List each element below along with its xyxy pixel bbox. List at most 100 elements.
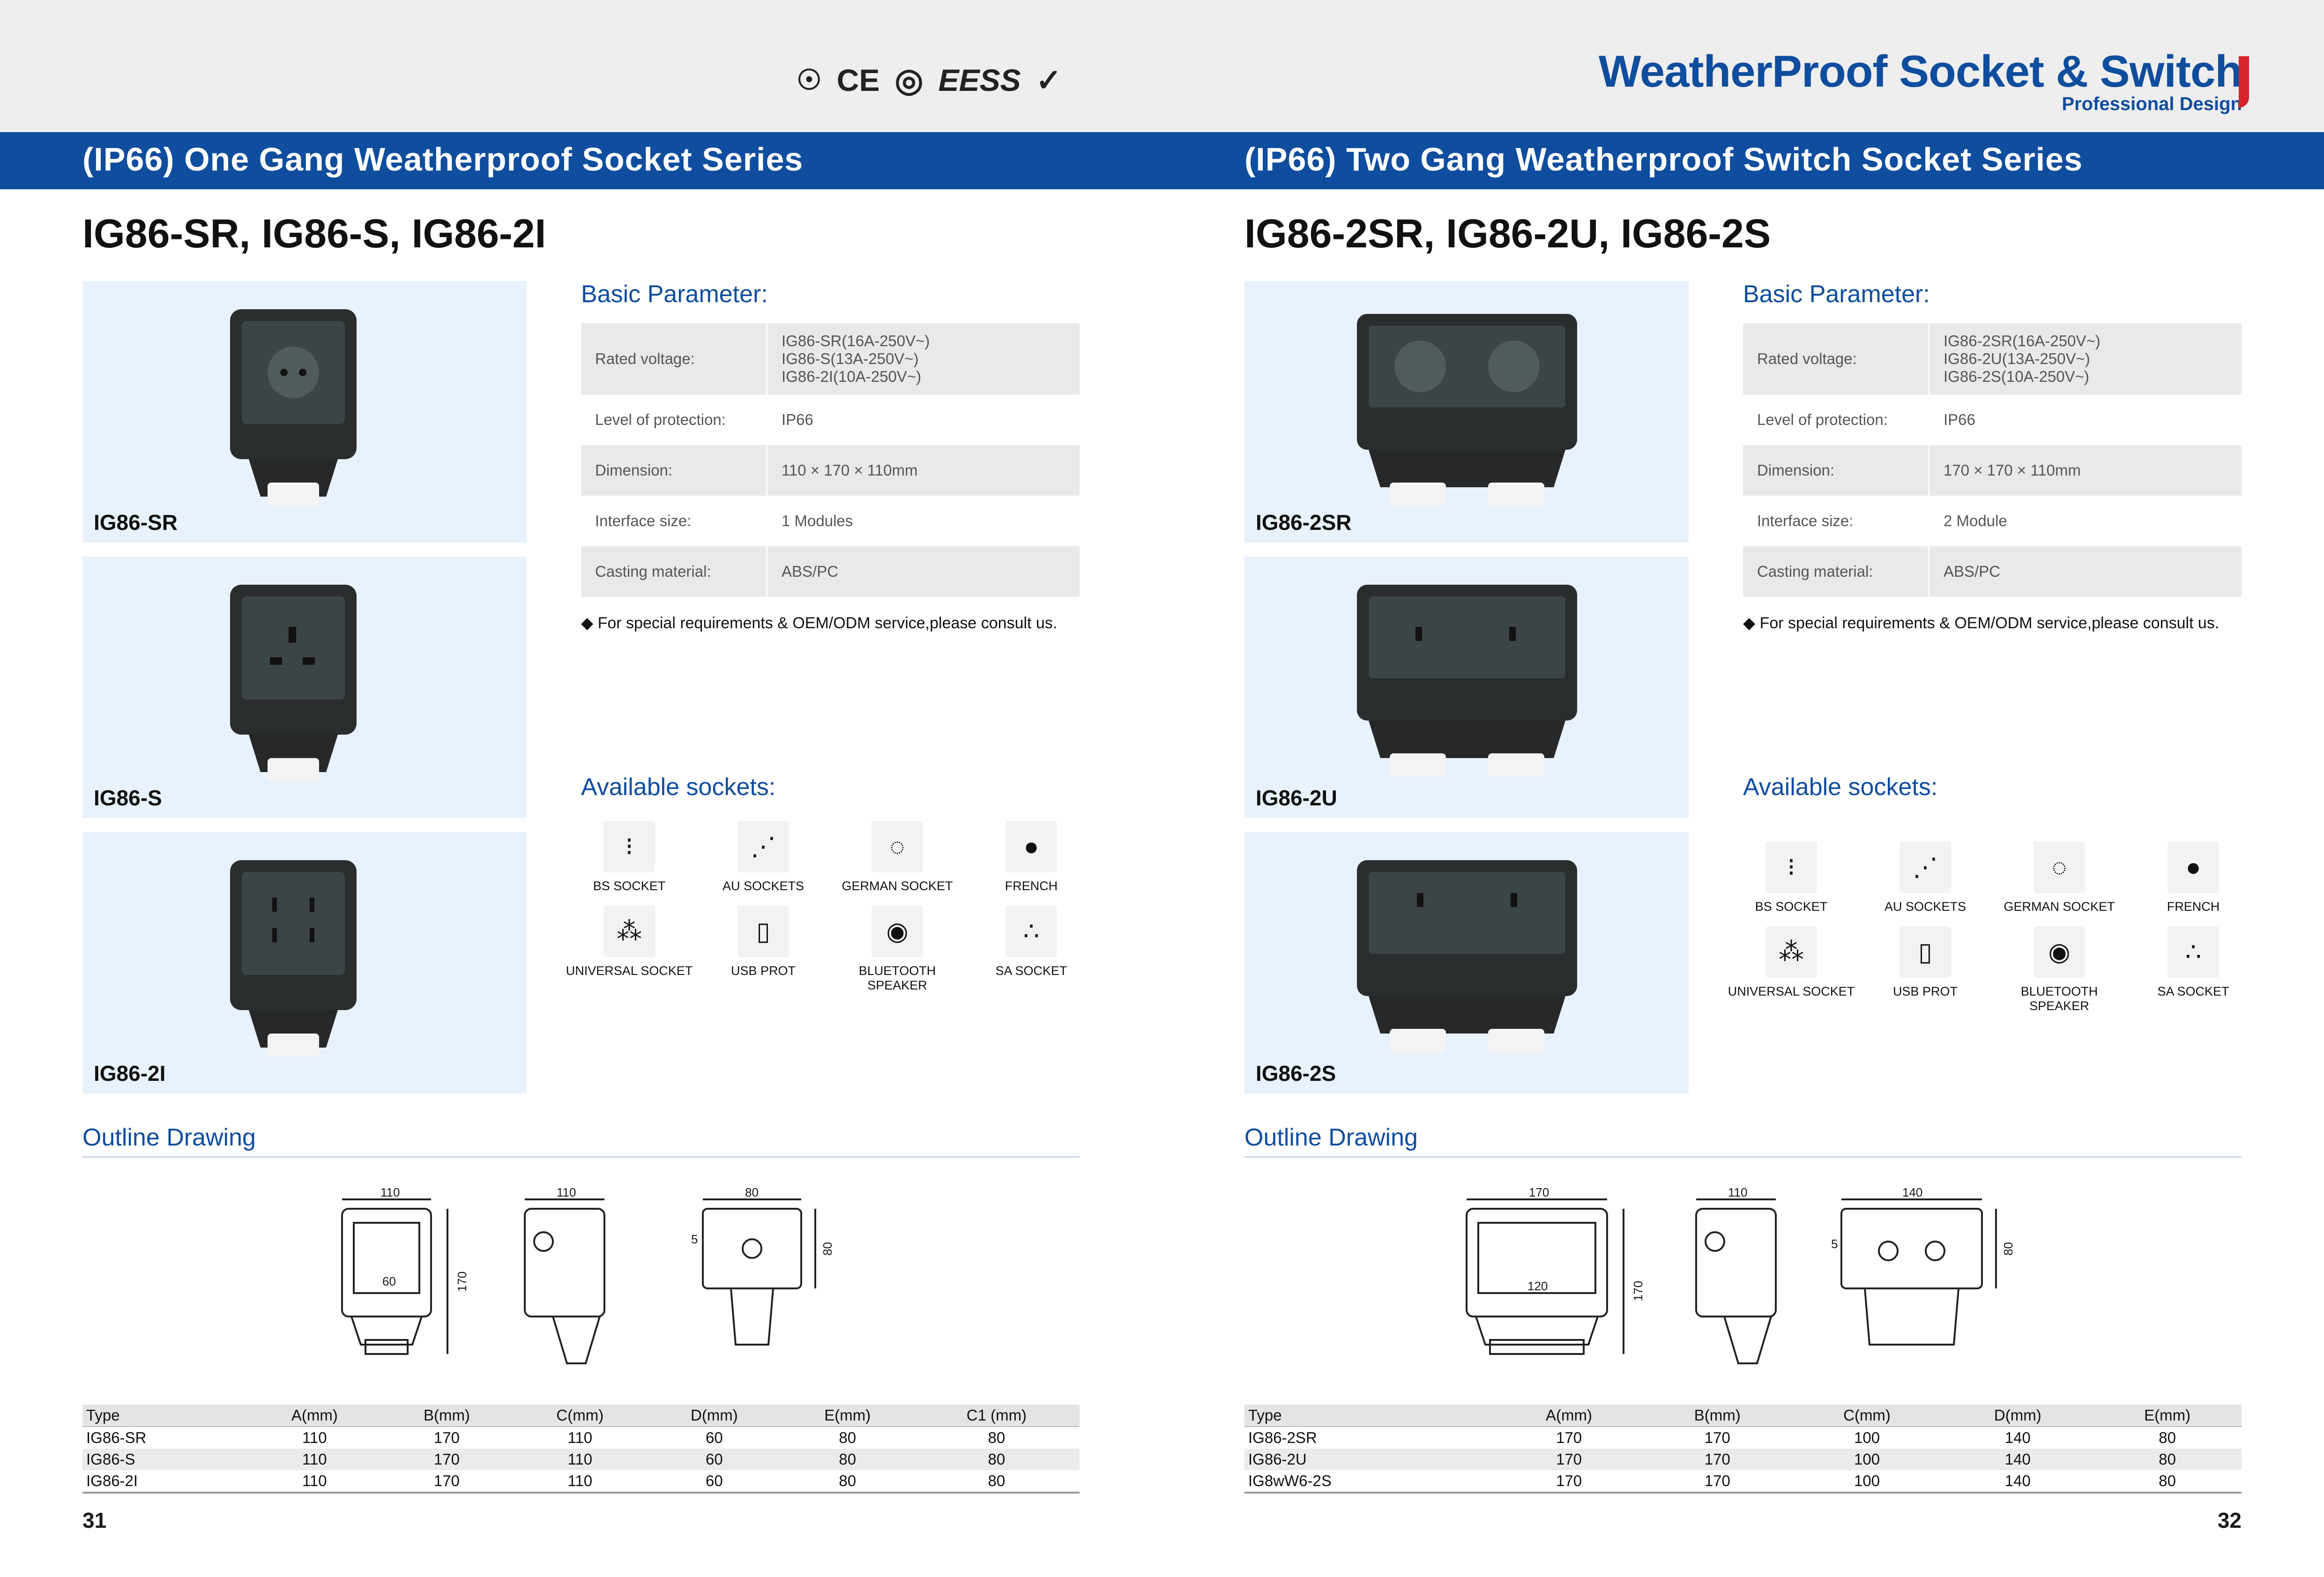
single-socket-photo-icon (230, 585, 357, 781)
table-header: D(mm) (1942, 1405, 2093, 1427)
single-socket-photo-icon (230, 309, 357, 506)
table-header-row: Type A(mm) B(mm) C(mm) D(mm) E(mm) C1 (m… (82, 1405, 1080, 1427)
sa-socket-icon: ∴ (1006, 906, 1057, 957)
table-header: C(mm) (513, 1405, 648, 1427)
socket-option: ◉BLUETOOTH SPEAKER (1992, 926, 2126, 1013)
left-outline-heading: Outline Drawing (82, 1124, 256, 1151)
right-outline-divider (1244, 1156, 2242, 1158)
param-row: Dimension: 170 × 170 × 110mm (1743, 445, 2242, 496)
right-sockets-heading: Available sockets: (1743, 774, 1938, 801)
product-label: IG86-SR (94, 510, 178, 535)
socket-option: ⁝BS SOCKET (562, 821, 696, 893)
socket-option: ◌GERMAN SOCKET (830, 821, 964, 893)
top-header-band (0, 0, 2324, 132)
param-row: Interface size: 1 Modules (581, 496, 1080, 546)
product-photo-ig86-sr: IG86-SR (82, 281, 527, 543)
left-dimension-table: Type A(mm) B(mm) C(mm) D(mm) E(mm) C1 (m… (82, 1405, 1080, 1494)
socket-option: ∴SA SOCKET (964, 906, 1098, 993)
param-value: IG86-2SR(16A-250V~) IG86-2U(13A-250V~) I… (1928, 323, 2242, 394)
german-socket-icon: ◌ (2034, 841, 2085, 893)
french-socket-icon: ● (2168, 841, 2219, 893)
dim-label: 170 (1631, 1280, 1646, 1302)
param-row: Rated voltage: IG86-2SR(16A-250V~) IG86-… (1743, 323, 2242, 394)
bs-socket-icon: ⁝ (603, 821, 655, 872)
right-page-number: 32 (2217, 1508, 2242, 1532)
param-row: Dimension: 110 × 170 × 110mm (581, 445, 1080, 496)
param-row: Level of protection: IP66 (581, 394, 1080, 445)
socket-option: ⁂UNIVERSAL SOCKET (1724, 926, 1858, 1013)
param-row: Casting material: ABS/PC (581, 546, 1080, 597)
left-oem-note: ◆ For special requirements & OEM/ODM ser… (581, 614, 1058, 632)
brand-title: WeatherProof Socket & Switch (1598, 46, 2242, 97)
socket-option: ⁝BS SOCKET (1724, 841, 1858, 914)
au-socket-icon: ⋰ (737, 821, 789, 872)
dim-label: 80 (745, 1185, 759, 1199)
table-header-row: Type A(mm) B(mm) C(mm) D(mm) E(mm) (1244, 1405, 2242, 1427)
ccc-icon: ☉ (797, 64, 822, 96)
table-header: A(mm) (248, 1405, 381, 1427)
table-header: C(mm) (1791, 1405, 1943, 1427)
param-key: Interface size: (595, 512, 692, 529)
param-value: IP66 (766, 394, 1080, 445)
right-outline-drawing: 170 120 170 110 140 5 80 (1443, 1185, 2052, 1384)
table-header: D(mm) (647, 1405, 782, 1427)
socket-option: ∴SA SOCKET (2126, 926, 2260, 1013)
socket-option: ●FRENCH (2126, 841, 2260, 914)
right-series-title: (IP66) Two Gang Weatherproof Switch Sock… (1244, 141, 2083, 178)
rcm-icon: ✓ (1035, 62, 1062, 97)
table-header: A(mm) (1495, 1405, 1643, 1427)
param-row: Casting material: ABS/PC (1743, 546, 2242, 597)
right-socket-grid: ⁝BS SOCKET ⋰AU SOCKETS ◌GERMAN SOCKET ●F… (1724, 841, 2260, 1013)
right-outline-heading: Outline Drawing (1244, 1124, 1418, 1151)
usb-port-icon: ▯ (737, 906, 789, 957)
two-gang-outline-icon (1466, 1198, 1997, 1364)
product-label: IG86-2SR (1256, 510, 1352, 535)
product-photo-ig86-2i: IG86-2I (82, 832, 527, 1093)
param-key: Casting material: (1743, 546, 1929, 597)
brand-accent-icon (2239, 56, 2249, 108)
param-key: Rated voltage: (581, 323, 767, 394)
right-model-title: IG86-2SR, IG86-2U, IG86-2S (1244, 211, 1771, 256)
product-photo-ig86-s: IG86-S (82, 557, 527, 818)
au-socket-icon: ⋰ (1899, 841, 1951, 893)
eess-mark: EESS (938, 63, 1021, 97)
product-label: IG86-2I (94, 1061, 166, 1086)
french-socket-icon: ● (1006, 821, 1057, 872)
bs-socket-icon: ⁝ (1765, 841, 1817, 893)
param-key: Level of protection: (1757, 411, 1888, 428)
product-photo-ig86-2sr: IG86-2SR (1244, 281, 1689, 543)
param-value: 110 × 170 × 110mm (766, 445, 1080, 496)
param-key: Interface size: (1757, 512, 1854, 529)
socket-option: ⁂UNIVERSAL SOCKET (562, 906, 696, 993)
param-value: ABS/PC (1928, 546, 2242, 597)
right-parameter-table: Rated voltage: IG86-2SR(16A-250V~) IG86-… (1743, 323, 2242, 597)
right-basic-parameter-heading: Basic Parameter: (1743, 281, 1930, 308)
dim-label: 110 (380, 1185, 400, 1199)
param-key: Dimension: (581, 445, 767, 496)
left-outline-drawing: 110 60 170 110 80 5 80 (319, 1185, 881, 1384)
double-socket-photo-icon (1357, 860, 1577, 1052)
param-value: 1 Modules (766, 496, 1080, 546)
dim-label: 170 (1529, 1185, 1549, 1199)
universal-socket-icon: ⁂ (603, 906, 655, 957)
sa-socket-icon: ∴ (2168, 926, 2219, 978)
product-label: IG86-S (94, 786, 162, 810)
param-key: Level of protection: (595, 411, 726, 428)
brand-block: WeatherProof Socket & Switch Professiona… (1599, 46, 2242, 115)
dim-label: 5 (1831, 1237, 1838, 1251)
param-row: Rated voltage: IG86-SR(16A-250V~) IG86-S… (581, 323, 1080, 394)
param-value: IP66 (1928, 394, 2242, 445)
bluetooth-speaker-icon: ◉ (872, 906, 923, 957)
socket-option: ⋰AU SOCKETS (1858, 841, 1992, 914)
param-row: Level of protection: IP66 (1743, 394, 2242, 445)
product-photo-ig86-2s: IG86-2S (1244, 832, 1689, 1093)
series-title-band (0, 132, 2324, 189)
product-label: IG86-2U (1256, 786, 1337, 810)
single-socket-photo-icon (230, 860, 357, 1057)
left-basic-parameter-heading: Basic Parameter: (581, 281, 768, 308)
socket-option: ⋰AU SOCKETS (696, 821, 830, 893)
